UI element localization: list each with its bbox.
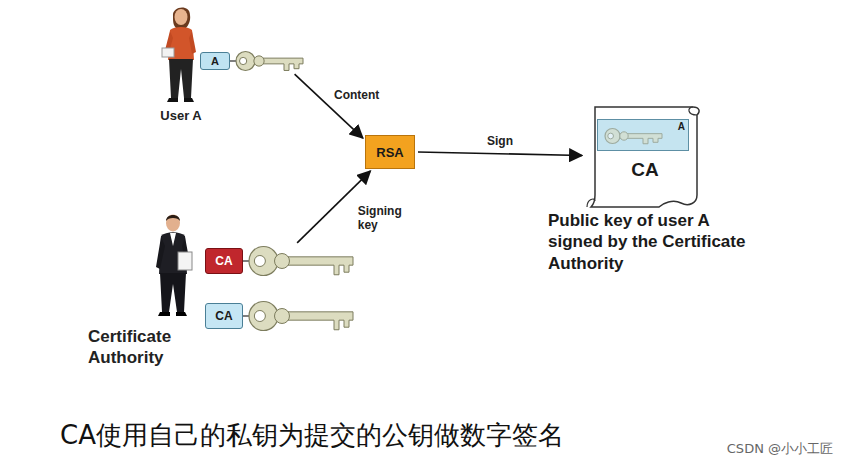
key-illustration [243, 300, 355, 332]
person-illustration [148, 212, 198, 320]
arrow-connector [295, 74, 363, 138]
edge-label: Content [332, 89, 381, 103]
key-illustration [243, 245, 355, 277]
figure-caption: CA使用自己的私钥为提交的公钥做数字签名 [60, 418, 564, 453]
public-key-panel: A [597, 119, 689, 151]
key-icon [249, 302, 353, 331]
watermark: CSDN @小小工匠 [727, 440, 833, 458]
key-illustration [230, 50, 305, 72]
certificate-label: CA [585, 159, 705, 181]
key-tag-label: A [200, 52, 230, 70]
certificate-caption: Public key of user A signed by the Certi… [548, 210, 753, 274]
user-figure [162, 8, 196, 102]
key-tag-node: A [200, 50, 305, 72]
key-icon [236, 52, 303, 71]
person-label: Certificate Authority [88, 326, 198, 369]
box-label: RSA [376, 145, 403, 160]
person-node: Certificate Authority [88, 212, 208, 372]
arrow-connector [418, 152, 582, 155]
key-tag-label: CA [205, 248, 243, 274]
key-icon [249, 247, 353, 276]
key-tag-node: CA [205, 245, 355, 277]
process-box: RSA [365, 135, 415, 169]
key-tag-label: CA [205, 303, 243, 329]
authority-figure [156, 215, 192, 317]
edge-label: Sign [485, 135, 515, 149]
key-tag-node: CA [205, 300, 355, 332]
key-illustration [598, 120, 690, 152]
certificate-document: CAPublic key of user A signed by the Cer… [585, 103, 705, 208]
edge-label: Signing key [356, 205, 412, 233]
key-tag-label: A [678, 121, 685, 132]
person-label: User A [146, 108, 216, 124]
key-icon [605, 129, 662, 144]
